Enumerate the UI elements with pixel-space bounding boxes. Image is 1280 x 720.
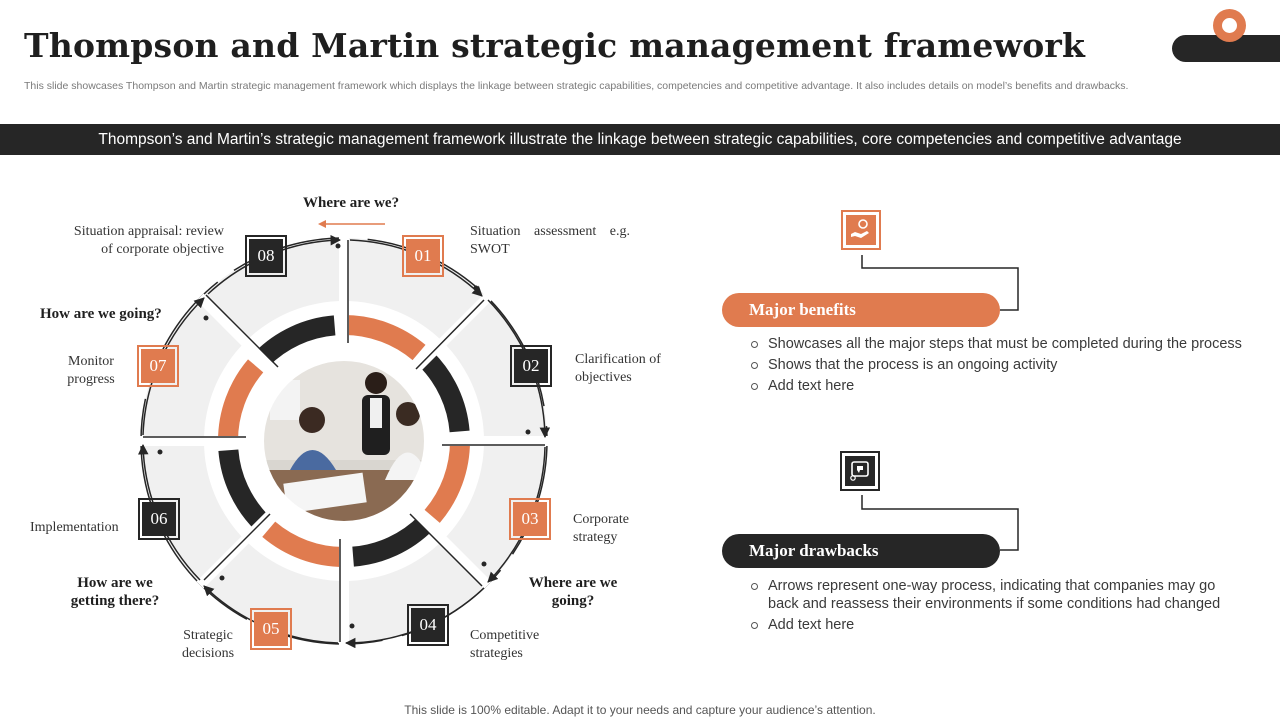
step-05-label: Strategic decisions: [181, 628, 235, 661]
step-05-badge: 05: [250, 608, 292, 650]
step-06-label: Implementation: [30, 520, 119, 535]
step-03-badge: 03: [509, 498, 551, 540]
summary-banner: Thompson’s and Martin’s strategic manage…: [0, 124, 1280, 155]
drawbacks-list: Arrows represent one-way process, indica…: [749, 577, 1234, 637]
page-title: Thompson and Martin strategic management…: [24, 26, 1086, 65]
step-01-label: Situation assessment e.g. SWOT: [470, 224, 630, 257]
benefit-item: Add text here: [749, 377, 1269, 395]
step-02-badge: 02: [510, 345, 552, 387]
question-where-are-we: Where are we?: [303, 195, 400, 211]
major-benefits-header: Major benefits: [722, 293, 1000, 327]
step-02-label: Clarification of objectives: [575, 352, 661, 385]
benefit-item: Showcases all the major steps that must …: [749, 335, 1269, 353]
drawback-item: Add text here: [749, 616, 1234, 634]
thumbs-down-icon: [845, 456, 875, 486]
drawback-item: Arrows represent one-way process, indica…: [749, 577, 1234, 613]
question-where-going: Where are we going?: [528, 575, 618, 609]
step-03-label: Corporate strategy: [573, 512, 629, 545]
benefits-list: Showcases all the major steps that must …: [749, 335, 1269, 398]
question-how-getting-there: How are we getting there?: [70, 575, 160, 609]
page-subtitle: This slide showcases Thompson and Martin…: [24, 80, 1129, 92]
benefit-item: Shows that the process is an ongoing act…: [749, 356, 1269, 374]
corner-decoration-circle: [1213, 9, 1246, 42]
hand-holding-money-icon: [846, 215, 876, 245]
footer-note: This slide is 100% editable. Adapt it to…: [404, 703, 876, 717]
step-08-badge: 08: [245, 235, 287, 277]
step-04-label: Competitive strategies: [470, 628, 540, 661]
step-04-badge: 04: [407, 604, 449, 646]
question-how-are-we-going: How are we going?: [40, 306, 162, 322]
benefits-icon-frame: [841, 210, 881, 250]
major-drawbacks-header: Major drawbacks: [722, 534, 1000, 568]
step-08-label: Situation appraisal: review of corporate…: [73, 224, 224, 257]
drawbacks-icon-frame: [840, 451, 880, 491]
step-07-badge: 07: [137, 345, 179, 387]
step-06-badge: 06: [138, 498, 180, 540]
framework-cycle-diagram: [138, 220, 551, 649]
step-01-badge: 01: [402, 235, 444, 277]
step-07-label: Monitor progress: [67, 354, 115, 387]
